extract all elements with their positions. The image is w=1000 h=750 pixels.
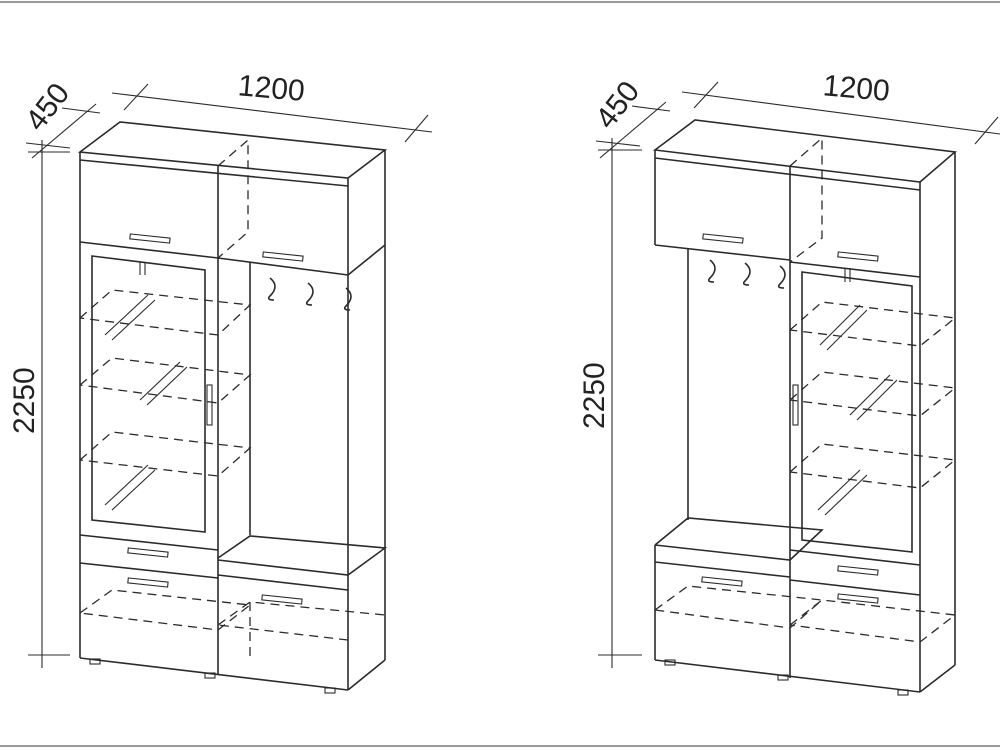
dimension-lines [25,83,433,668]
coat-hooks [707,259,786,289]
wardrobe-right: 1200 450 2250 [578,69,1000,696]
handles [701,233,879,604]
cabinet-body [652,119,957,693]
glass-door [79,255,252,533]
wardrobe-left: 1200 450 2250 [8,69,433,694]
cabinet-body [77,121,388,691]
height-dimension-label: 2250 [8,367,41,434]
width-dimension-label: 1200 [822,69,891,108]
coat-hooks [267,277,352,311]
width-dimension-label: 1200 [237,69,306,108]
lower-section [79,534,388,694]
lower-section [654,517,957,696]
glass-door [789,268,957,553]
height-dimension-label: 2250 [578,362,611,429]
dimension-lines [595,81,1000,668]
handles [127,233,304,605]
